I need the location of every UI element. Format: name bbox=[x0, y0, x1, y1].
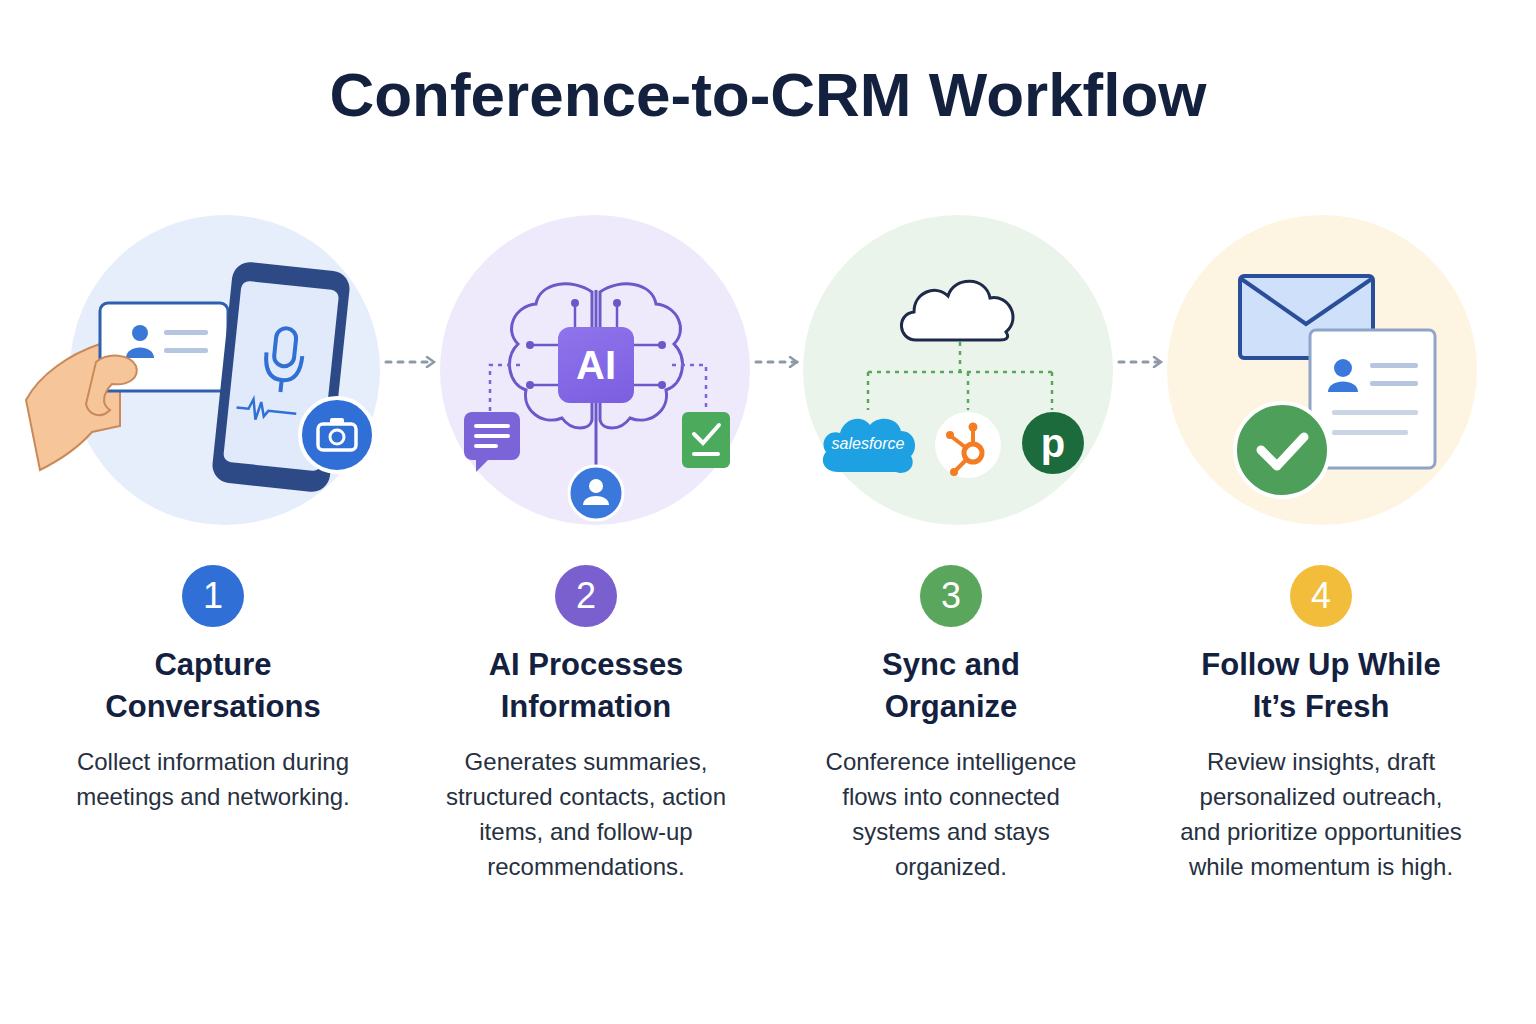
step-description: Generates summaries, structured contacts… bbox=[436, 744, 736, 884]
salesforce-logo: salesforce bbox=[818, 412, 918, 476]
chat-line bbox=[474, 424, 510, 428]
hubspot-sprocket bbox=[969, 423, 978, 432]
chat-line bbox=[474, 444, 498, 448]
hubspot-logo bbox=[935, 412, 1001, 478]
step-description: Collect information during meetings and … bbox=[63, 744, 363, 814]
mic-icon bbox=[273, 327, 297, 367]
cloud-icon bbox=[901, 281, 1013, 340]
step-heading: Capture Conversations bbox=[63, 644, 363, 728]
circuit-dot bbox=[658, 341, 666, 349]
diagram-title: Conference-to-CRM Workflow bbox=[0, 58, 1536, 132]
sound-wave bbox=[236, 398, 298, 424]
flow-arrow bbox=[756, 361, 797, 364]
step-circle: 3Sync and OrganizeConference intelligenc… bbox=[803, 215, 1113, 525]
person-body bbox=[583, 496, 609, 505]
phone-body bbox=[211, 260, 352, 493]
step-number: 1 bbox=[182, 565, 244, 627]
checklist-line bbox=[692, 452, 720, 456]
circuit-line bbox=[634, 344, 660, 347]
hubspot-sprocket bbox=[964, 444, 982, 462]
step-heading: Follow Up While It’s Fresh bbox=[1191, 644, 1451, 728]
check-mark bbox=[1261, 437, 1304, 466]
flow-arrow bbox=[386, 361, 434, 364]
camera-lens bbox=[330, 430, 344, 444]
card-line bbox=[1332, 430, 1408, 435]
step-description: Review insights, draft personalized outr… bbox=[1179, 744, 1464, 884]
step-circle: 1Capture ConversationsCollect informatio… bbox=[70, 215, 380, 525]
flow-arrow bbox=[1119, 361, 1161, 364]
card-line bbox=[164, 348, 208, 353]
hubspot-sprocket bbox=[946, 431, 954, 439]
hand-palm bbox=[26, 342, 120, 470]
circuit-dot bbox=[571, 299, 579, 307]
person-badge bbox=[569, 466, 623, 520]
brain-outline bbox=[510, 284, 592, 428]
hand-thumb bbox=[86, 356, 137, 416]
card-person-head bbox=[1334, 359, 1352, 377]
pipedrive-logo-text: p bbox=[1022, 412, 1084, 474]
phone-screen bbox=[223, 280, 339, 471]
card-line bbox=[164, 330, 208, 335]
circuit-dot bbox=[613, 299, 621, 307]
ai-chip: AI bbox=[558, 327, 634, 403]
circuit-line bbox=[532, 344, 558, 347]
step-circle: 2AI Processes InformationGenerates summa… bbox=[440, 215, 750, 525]
ai-chip-text: AI bbox=[558, 327, 634, 403]
card-person-body bbox=[1328, 382, 1358, 393]
envelope-icon bbox=[1240, 276, 1373, 358]
dashed-leader bbox=[672, 365, 706, 412]
camera-icon bbox=[330, 418, 344, 424]
brain-divider bbox=[595, 290, 598, 327]
mic-stand bbox=[264, 352, 303, 382]
circuit-dot bbox=[658, 381, 666, 389]
circuit-dot bbox=[526, 341, 534, 349]
circuit-line bbox=[634, 384, 660, 387]
step-number: 3 bbox=[920, 565, 982, 627]
dashed-leader bbox=[490, 365, 520, 412]
card-line bbox=[1370, 381, 1418, 386]
checklist-doc bbox=[682, 412, 730, 468]
pipedrive-logo: p bbox=[1022, 412, 1084, 474]
business-card bbox=[100, 303, 228, 391]
step-circle: 4Follow Up While It’s FreshReview insigh… bbox=[1167, 215, 1477, 525]
circuit-line bbox=[532, 384, 558, 387]
hubspot-sprocket bbox=[952, 437, 965, 447]
card-line bbox=[1332, 410, 1418, 415]
brain-divider bbox=[595, 403, 598, 466]
chat-line bbox=[474, 434, 510, 438]
contact-card bbox=[1310, 330, 1435, 468]
circuit-line bbox=[574, 305, 577, 327]
card-person-body bbox=[126, 348, 154, 359]
hubspot-sprocket bbox=[971, 430, 975, 444]
check-mark bbox=[694, 425, 719, 443]
step-number: 4 bbox=[1290, 565, 1352, 627]
hubspot-sprocket bbox=[956, 460, 966, 470]
salesforce-logo-text: salesforce bbox=[818, 412, 918, 476]
dashed-leader bbox=[868, 342, 1052, 410]
step-heading: Sync and Organize bbox=[851, 644, 1051, 728]
chat-bubble bbox=[464, 412, 520, 460]
brain-outline bbox=[600, 284, 682, 428]
camera-badge bbox=[300, 398, 374, 472]
step-heading: AI Processes Information bbox=[436, 644, 736, 728]
card-person-head bbox=[132, 325, 148, 341]
check-badge bbox=[1235, 403, 1329, 497]
card-line bbox=[1370, 363, 1418, 368]
step-description: Conference intelligence flows into conne… bbox=[821, 744, 1081, 884]
hubspot-sprocket bbox=[950, 468, 958, 476]
circuit-dot bbox=[526, 381, 534, 389]
envelope-flap bbox=[1240, 278, 1373, 324]
circuit-line bbox=[616, 305, 619, 327]
person-head bbox=[589, 479, 603, 493]
step-number: 2 bbox=[555, 565, 617, 627]
camera-icon bbox=[318, 424, 356, 450]
chat-bubble-tail bbox=[476, 458, 490, 472]
mic-stand bbox=[280, 380, 281, 392]
